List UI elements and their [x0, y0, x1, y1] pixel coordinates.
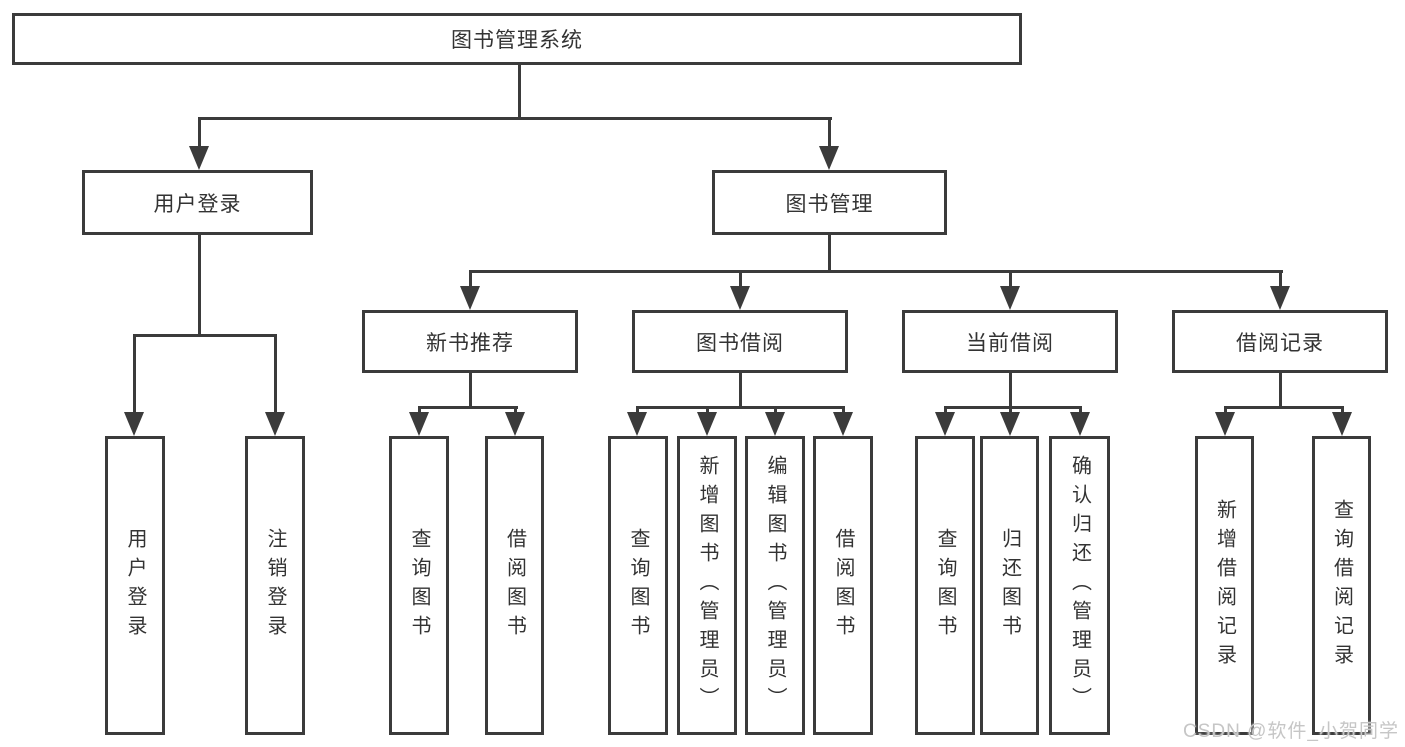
connector-new-book-recommend-bar [418, 406, 518, 409]
connector-to-user-login [198, 120, 201, 148]
leaf-add-borrow-record: 新增借阅记录 [1195, 436, 1254, 735]
connector-to-book-management [828, 120, 831, 148]
leaf-query-borrow-record-label: 查询借阅记录 [1330, 498, 1353, 673]
watermark: CSDN @软件_小贺同学 [1183, 721, 1399, 742]
arrowhead-query-books-current [935, 412, 955, 436]
node-book-borrowing: 图书借阅 [632, 310, 848, 373]
arrowhead-book-borrowing [730, 286, 750, 310]
leaf-add-books-admin-label: 新增图书（管理员） [696, 455, 718, 716]
arrowhead-borrow-books-recommend [505, 412, 525, 436]
arrowhead-query-books-recommend [409, 412, 429, 436]
node-current-borrowing-label: 当前借阅 [966, 331, 1054, 355]
leaf-query-books-recommend-label: 查询图书 [408, 527, 430, 644]
connector-to-query-books-borrowing [636, 406, 639, 414]
connector-to-confirm-return-admin [1079, 406, 1082, 414]
arrowhead-current-borrowing [1000, 286, 1020, 310]
leaf-confirm-return-admin-label: 确认归还（管理员） [1068, 455, 1091, 716]
arrowhead-edit-books-admin [765, 412, 785, 436]
leaf-query-books-current: 查询图书 [915, 436, 975, 735]
connector-to-query-books-current [944, 406, 947, 414]
node-new-book-recommend: 新书推荐 [362, 310, 578, 373]
connector-user-login-trunk [198, 235, 201, 336]
arrowhead-new-book-recommend [460, 286, 480, 310]
connector-to-new-book-recommend [469, 273, 472, 287]
arrowhead-query-books-borrowing [627, 412, 647, 436]
leaf-query-books-current-label: 查询图书 [934, 527, 956, 644]
node-borrowing-records: 借阅记录 [1172, 310, 1388, 373]
node-book-management: 图书管理 [712, 170, 947, 235]
connector-to-edit-books-admin [774, 406, 777, 414]
arrowhead-logout-action [265, 412, 285, 436]
connector-to-book-borrowing [739, 273, 742, 287]
node-user-login: 用户登录 [82, 170, 313, 235]
connector-to-add-borrow-record [1224, 406, 1227, 414]
connector-to-add-books-admin [706, 406, 709, 414]
arrowhead-borrowing-records [1270, 286, 1290, 310]
leaf-logout-action-label: 注销登录 [264, 527, 286, 644]
connector-new-book-recommend-trunk [469, 373, 472, 409]
node-user-login-label: 用户登录 [153, 192, 242, 216]
connector-book-management-bar [469, 270, 1283, 273]
leaf-return-books: 归还图书 [980, 436, 1039, 735]
leaf-user-login-action: 用户登录 [105, 436, 165, 735]
arrowhead-book-management [819, 146, 839, 170]
connector-to-borrow-books-recommend [514, 406, 517, 414]
leaf-borrow-books-borrowing: 借阅图书 [813, 436, 873, 735]
node-borrowing-records-label: 借阅记录 [1236, 331, 1324, 355]
leaf-confirm-return-admin: 确认归还（管理员） [1049, 436, 1110, 735]
node-library-system: 图书管理系统 [12, 13, 1022, 65]
arrowhead-borrow-books-borrowing [833, 412, 853, 436]
leaf-query-borrow-record: 查询借阅记录 [1312, 436, 1371, 735]
arrowhead-add-borrow-record [1215, 412, 1235, 436]
arrowhead-query-borrow-record [1332, 412, 1352, 436]
leaf-query-books-recommend: 查询图书 [389, 436, 449, 735]
leaf-add-borrow-record-label: 新增借阅记录 [1213, 498, 1236, 673]
leaf-borrow-books-borrowing-label: 借阅图书 [832, 527, 854, 644]
leaf-user-login-action-label: 用户登录 [124, 527, 146, 644]
connector-borrowing-records-trunk [1279, 373, 1282, 409]
connector-borrowing-records-bar [1224, 406, 1344, 409]
leaf-query-books-borrowing: 查询图书 [608, 436, 668, 735]
connector-to-query-books-recommend [418, 406, 421, 414]
connector-book-borrowing-trunk [739, 373, 742, 409]
connector-current-borrowing-trunk [1009, 373, 1012, 409]
connector-book-borrowing-bar [636, 406, 845, 409]
connector-to-borrowing-records [1279, 273, 1282, 287]
leaf-edit-books-admin-label: 编辑图书（管理员） [764, 455, 786, 716]
arrowhead-return-books [1000, 412, 1020, 436]
node-new-book-recommend-label: 新书推荐 [426, 331, 514, 355]
arrowhead-user-login [189, 146, 209, 170]
connector-to-query-borrow-record [1341, 406, 1344, 414]
connector-user-login-bar [133, 334, 277, 337]
node-book-borrowing-label: 图书借阅 [696, 331, 784, 355]
leaf-add-books-admin: 新增图书（管理员） [677, 436, 737, 735]
node-current-borrowing: 当前借阅 [902, 310, 1118, 373]
connector-to-current-borrowing [1009, 273, 1012, 287]
connector-root-trunk [518, 64, 521, 120]
connector-to-return-books [1009, 406, 1012, 414]
connector-current-borrowing-bar [944, 406, 1082, 409]
leaf-borrow-books-recommend-label: 借阅图书 [503, 527, 526, 644]
connector-root-bar [198, 117, 832, 120]
arrowhead-add-books-admin [697, 412, 717, 436]
node-library-system-label: 图书管理系统 [451, 29, 583, 52]
leaf-query-books-borrowing-label: 查询图书 [627, 527, 649, 644]
leaf-return-books-label: 归还图书 [998, 527, 1021, 644]
connector-to-borrow-books-borrowing [842, 406, 845, 414]
leaf-borrow-books-recommend: 借阅图书 [485, 436, 544, 735]
leaf-logout-action: 注销登录 [245, 436, 305, 735]
connector-to-logout-action [274, 337, 277, 413]
node-book-management-label: 图书管理 [785, 192, 874, 216]
arrowhead-confirm-return-admin [1070, 412, 1090, 436]
leaf-edit-books-admin: 编辑图书（管理员） [745, 436, 805, 735]
arrowhead-user-login-action [124, 412, 144, 436]
connector-book-management-trunk [828, 235, 831, 272]
connector-to-user-login-action [133, 337, 136, 413]
